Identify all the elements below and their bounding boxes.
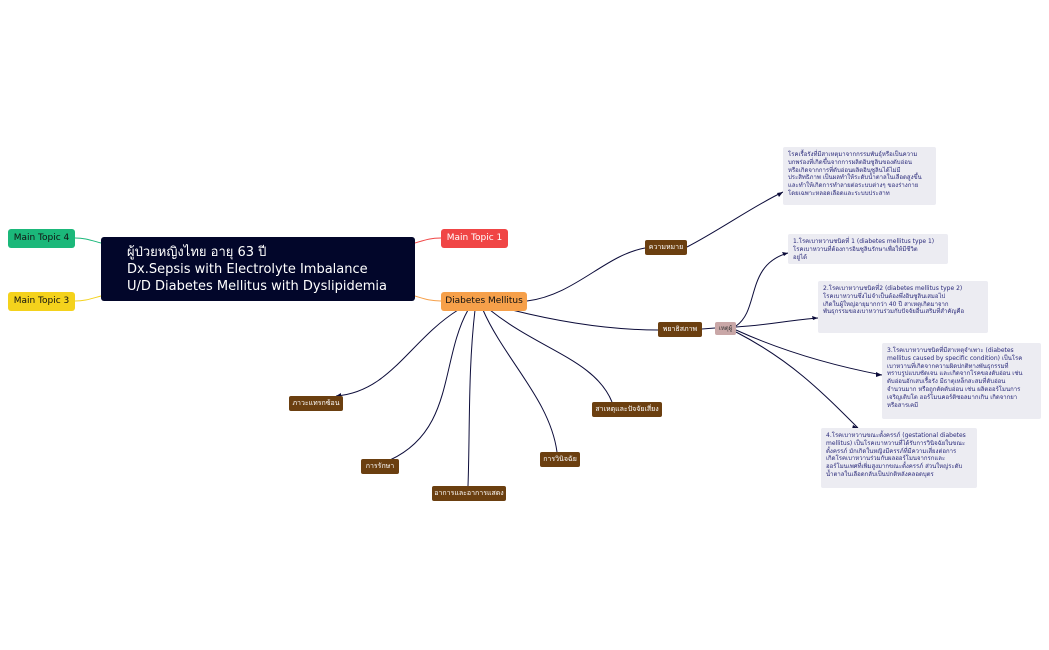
link-dm-diagnosis <box>482 309 558 453</box>
note-type1[interactable]: 1.โรคเบาหวานชนิดที่ 1 (diabetes mellitus… <box>788 234 948 264</box>
subtopic-pathophysiology[interactable]: พยาธิสภาพ <box>658 322 702 337</box>
note-definition[interactable]: โรคเรื้อรังที่มีสาเหตุมาจากกรรมพันธุ์หรื… <box>783 147 936 205</box>
main-topic-4[interactable]: Main Topic 4 <box>8 229 75 248</box>
subtopic-treatment[interactable]: การรักษา <box>361 459 399 474</box>
note-type3[interactable]: 3.โรคเบาหวานชนิดที่มีสาเหตุจำเพาะ (diabe… <box>882 343 1041 419</box>
main-topic-3[interactable]: Main Topic 3 <box>8 292 75 311</box>
link-central-topic3 <box>74 295 102 302</box>
link-cause-type3 <box>735 329 883 376</box>
link-path-cause <box>701 327 716 330</box>
main-topic-1[interactable]: Main Topic 1 <box>441 229 508 248</box>
link-dm-symptoms <box>467 309 476 487</box>
central-topic-line3: U/D Diabetes Mellitus with Dyslipidemia <box>127 279 387 294</box>
arrow-type1 <box>782 252 788 256</box>
subtopic-complications[interactable]: ภาวะแทรกซ้อน <box>289 396 343 411</box>
link-dm-treatment <box>389 309 469 461</box>
central-topic[interactable]: ผู้ป่วยหญิงไทย อายุ 63 ปี Dx.Sepsis with… <box>101 237 415 301</box>
note-type2[interactable]: 2.โรคเบาหวานชนิดที่2 (diabetes mellitus … <box>818 281 988 333</box>
link-dm-pathophysiology <box>511 309 659 331</box>
subtopic-risk-factors[interactable]: สาเหตุและปัจจัยเสี่ยง <box>592 402 662 417</box>
link-cause-type2 <box>735 317 819 328</box>
subtopic-cause[interactable]: เหตุผู้ <box>715 322 736 335</box>
link-cause-type1 <box>735 252 789 327</box>
subtopic-symptoms[interactable]: อาการและอาการแสดง <box>432 486 506 501</box>
arrow-def-note <box>777 192 783 197</box>
central-topic-line2: Dx.Sepsis with Electrolyte Imbalance <box>127 262 368 277</box>
topic-diabetes-mellitus[interactable]: Diabetes Mellitus <box>441 292 527 311</box>
link-central-diabetes <box>414 295 442 302</box>
subtopic-definition[interactable]: ความหมาย <box>645 240 687 255</box>
arrow-type2 <box>812 316 818 320</box>
link-dm-complications <box>335 309 459 397</box>
subtopic-diagnosis[interactable]: การวินิจฉัย <box>540 452 580 467</box>
link-dm-risk <box>489 309 613 403</box>
link-cause-type4 <box>735 331 859 429</box>
arrow-type3 <box>876 372 882 377</box>
link-dm-definition <box>526 247 646 302</box>
link-central-topic1 <box>414 237 442 244</box>
link-def-note <box>686 191 784 248</box>
link-central-topic4 <box>74 237 102 244</box>
note-type4[interactable]: 4.โรคเบาหวานขณะตั้งครรภ์ (gestational di… <box>821 428 977 488</box>
central-topic-line1: ผู้ป่วยหญิงไทย อายุ 63 ปี <box>127 245 267 260</box>
